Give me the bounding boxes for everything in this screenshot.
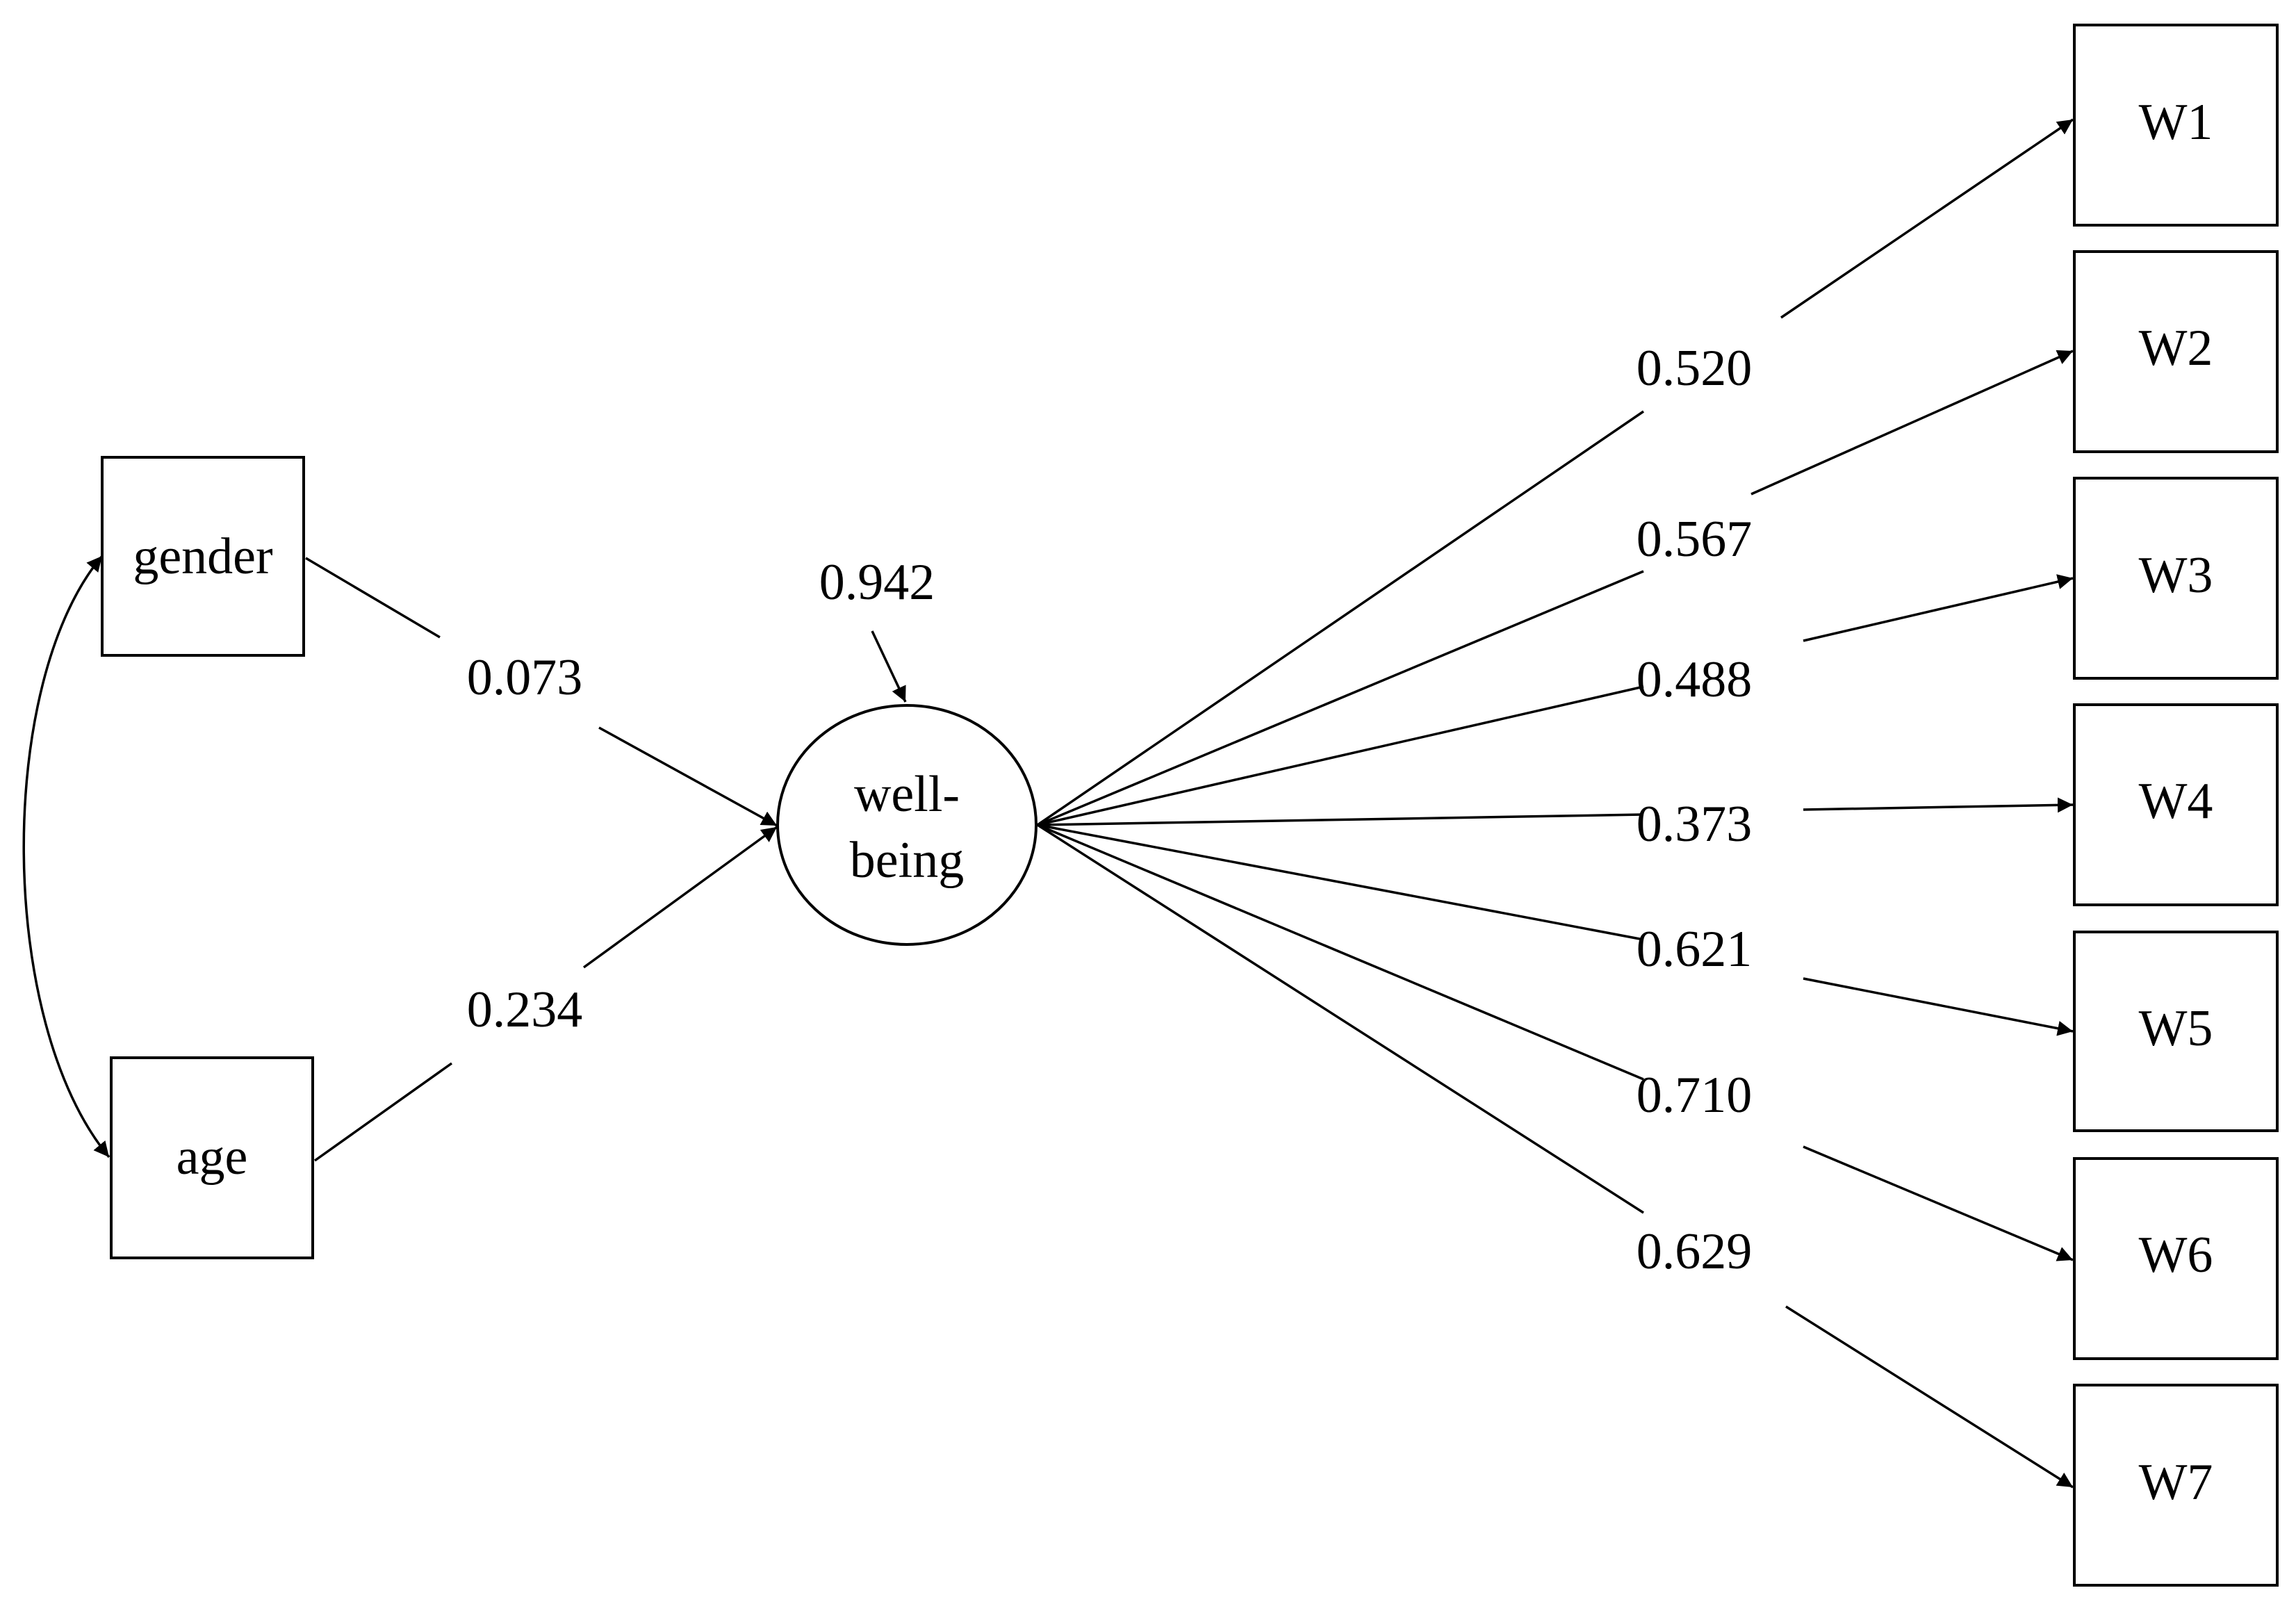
latent-label-line2: being xyxy=(850,832,964,889)
loading-w5-value: 0.621 xyxy=(1637,921,1753,978)
loading-w3-arrow xyxy=(1803,574,2074,642)
coef-gender: 0.073 xyxy=(467,649,583,706)
predictor-age: age xyxy=(110,1056,314,1259)
indicator-w7: W7 xyxy=(2073,1384,2279,1587)
path-gender-segment xyxy=(305,557,441,639)
loading-w6-arrow xyxy=(1803,1145,2074,1261)
indicator-w5-label: W5 xyxy=(2139,1000,2213,1057)
path-age-segment xyxy=(313,1062,453,1162)
loading-w3-value: 0.488 xyxy=(1637,651,1753,708)
indicator-w3-label: W3 xyxy=(2139,547,2213,604)
indicator-w2: W2 xyxy=(2073,250,2279,453)
indicator-w2-label: W2 xyxy=(2139,320,2213,377)
indicator-w1: W1 xyxy=(2073,24,2279,227)
loading-w2-arrow xyxy=(1750,350,2074,496)
covariance-arrow xyxy=(22,555,110,1159)
loading-w3-segment xyxy=(1037,685,1644,826)
loading-w1-segment xyxy=(1037,410,1644,826)
indicator-w6-label: W6 xyxy=(2139,1227,2213,1284)
loading-w4-segment xyxy=(1037,813,1644,826)
loading-w5-segment xyxy=(1037,824,1644,941)
loading-w7-arrow xyxy=(1785,1305,2074,1489)
path-age-arrow xyxy=(582,826,778,969)
loading-w1-arrow xyxy=(1780,118,2074,319)
loading-w4-arrow xyxy=(1803,797,2074,813)
predictor-gender-label: gender xyxy=(133,528,272,585)
coef-age: 0.234 xyxy=(467,981,583,1038)
indicator-w4: W4 xyxy=(2073,703,2279,906)
loading-w7-value: 0.629 xyxy=(1637,1223,1753,1280)
indicator-w7-label: W7 xyxy=(2139,1454,2213,1511)
loading-w2-segment xyxy=(1037,570,1644,826)
loading-w2-value: 0.567 xyxy=(1637,511,1753,568)
loading-w4-value: 0.373 xyxy=(1637,796,1753,853)
latent-label-line1: well- xyxy=(854,766,960,823)
residual-value: 0.942 xyxy=(819,554,935,611)
loading-w6-segment xyxy=(1037,824,1644,1081)
predictor-gender: gender xyxy=(101,456,305,657)
predictor-age-label: age xyxy=(177,1129,248,1186)
loading-w7-segment xyxy=(1037,824,1644,1214)
indicator-w3: W3 xyxy=(2073,477,2279,680)
loading-w5-arrow xyxy=(1803,977,2074,1036)
indicator-w4-label: W4 xyxy=(2139,773,2213,830)
path-gender-arrow xyxy=(598,726,778,827)
latent-wellbeing: well- being xyxy=(776,704,1038,946)
loading-w1-value: 0.520 xyxy=(1637,340,1753,397)
indicator-w5: W5 xyxy=(2073,931,2279,1132)
loading-w6-value: 0.710 xyxy=(1637,1067,1753,1124)
indicator-w6: W6 xyxy=(2073,1157,2279,1360)
indicator-w1-label: W1 xyxy=(2139,94,2213,151)
residual-arrow xyxy=(871,630,907,703)
